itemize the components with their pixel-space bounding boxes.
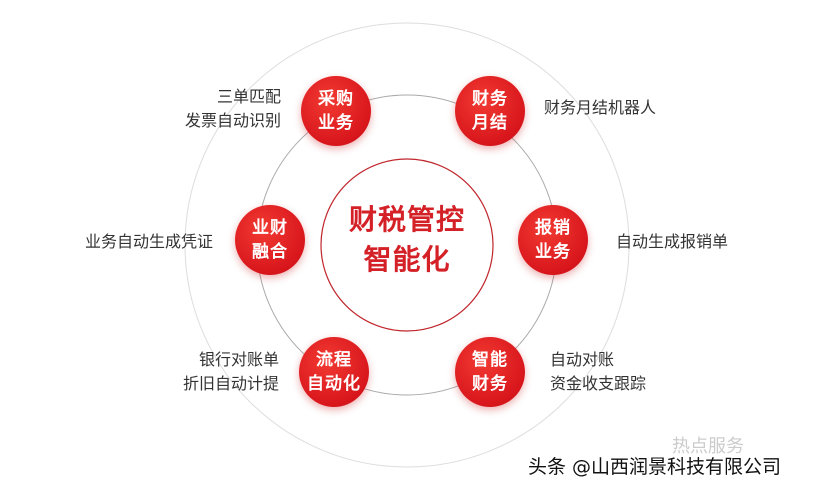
desc-process-automation: 银行对账单折旧自动计提 (182, 350, 279, 393)
outer-ring (184, 22, 630, 468)
credit-text: 头条 @山西润景科技有限公司 (528, 456, 782, 478)
node-reimbursement: 报销业务 (518, 205, 588, 275)
node-process-automation: 流程自动化 (299, 337, 369, 407)
node-procurement: 采购业务 (301, 76, 371, 146)
desc-smart-finance: 自动对账资金收支跟踪 (550, 350, 647, 393)
node-business-finance: 业财融合 (235, 205, 305, 275)
watermark: 热点服务 (672, 436, 744, 457)
inner-ring (320, 158, 494, 332)
desc-reimbursement: 自动生成报销单 (616, 232, 729, 251)
desc-procurement: 三单匹配发票自动识别 (184, 87, 281, 130)
center-title: 财税管控 智能化 (348, 203, 465, 276)
desc-month-close: 财务月结机器人 (544, 98, 657, 117)
node-smart-finance: 智能财务 (455, 337, 525, 407)
desc-business-finance: 业务自动生成凭证 (84, 232, 213, 251)
node-month-close: 财务月结 (455, 76, 525, 146)
